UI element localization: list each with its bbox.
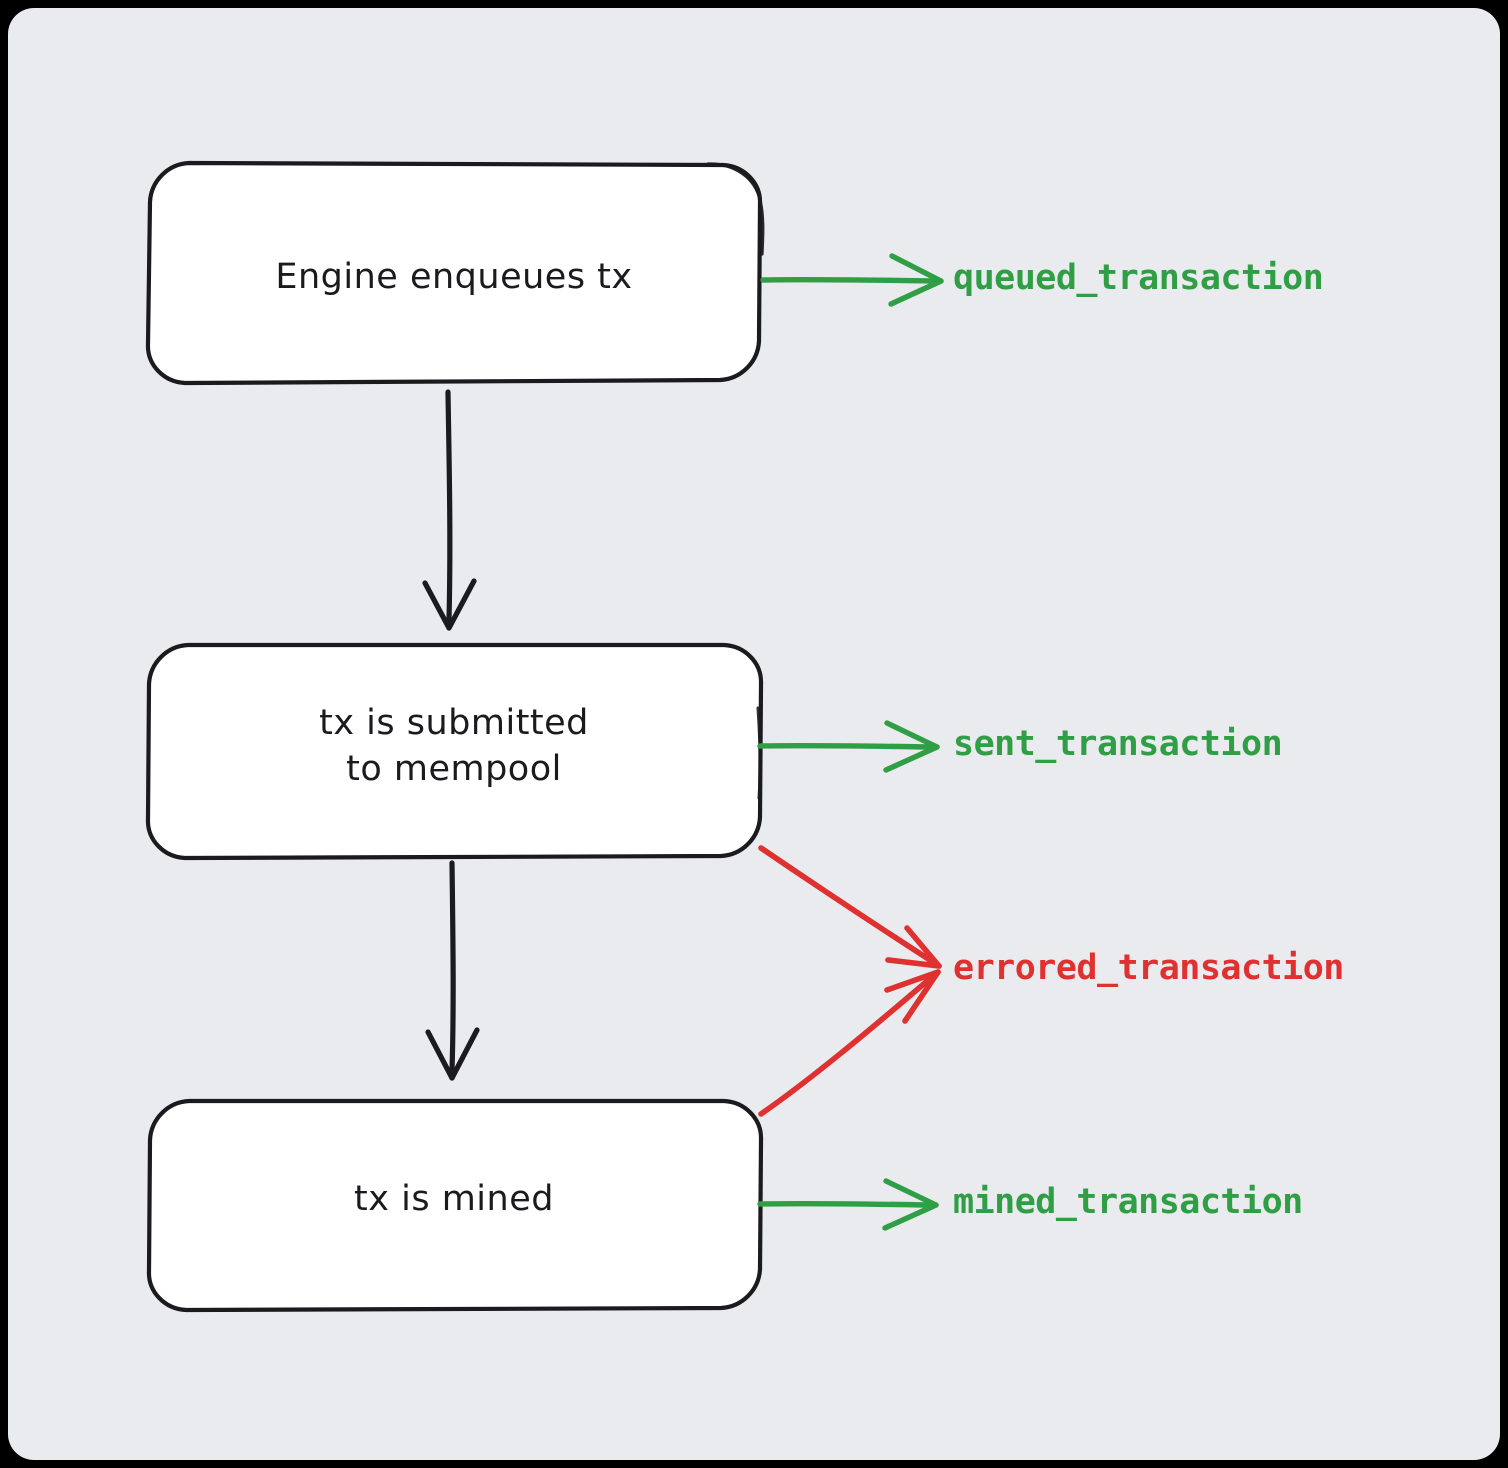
event-arrow-queued	[760, 253, 944, 307]
event-arrow-errored-from-mined	[758, 969, 941, 1117]
event-label-mined-transaction: mined_transaction	[953, 1182, 1303, 1222]
flow-arrow-submit-to-mined	[425, 860, 480, 1081]
node-enqueue[interactable]	[145, 160, 765, 386]
event-label-sent-transaction: sent_transaction	[953, 724, 1283, 764]
node-enqueue-sketch-overstroke	[706, 162, 765, 256]
flow-arrow-enqueue-to-submit	[422, 389, 477, 631]
event-label-queued-transaction: queued_transaction	[953, 258, 1324, 298]
diagram-canvas: Engine enqueues tx tx is submitted to me…	[8, 8, 1500, 1460]
node-enqueue-shape	[145, 160, 763, 386]
event-label-errored-transaction: errored_transaction	[953, 948, 1344, 988]
node-submit-shape	[145, 642, 764, 861]
node-submit[interactable]	[145, 642, 764, 861]
event-arrow-mined	[757, 1178, 939, 1231]
event-arrow-sent	[757, 720, 940, 773]
node-submit-sketch-overstroke	[756, 706, 762, 800]
event-arrow-errored-from-submit	[758, 845, 942, 969]
node-mined-shape	[146, 1098, 764, 1313]
flowchart-svg	[145, 160, 944, 1313]
node-mined[interactable]	[146, 1098, 764, 1313]
